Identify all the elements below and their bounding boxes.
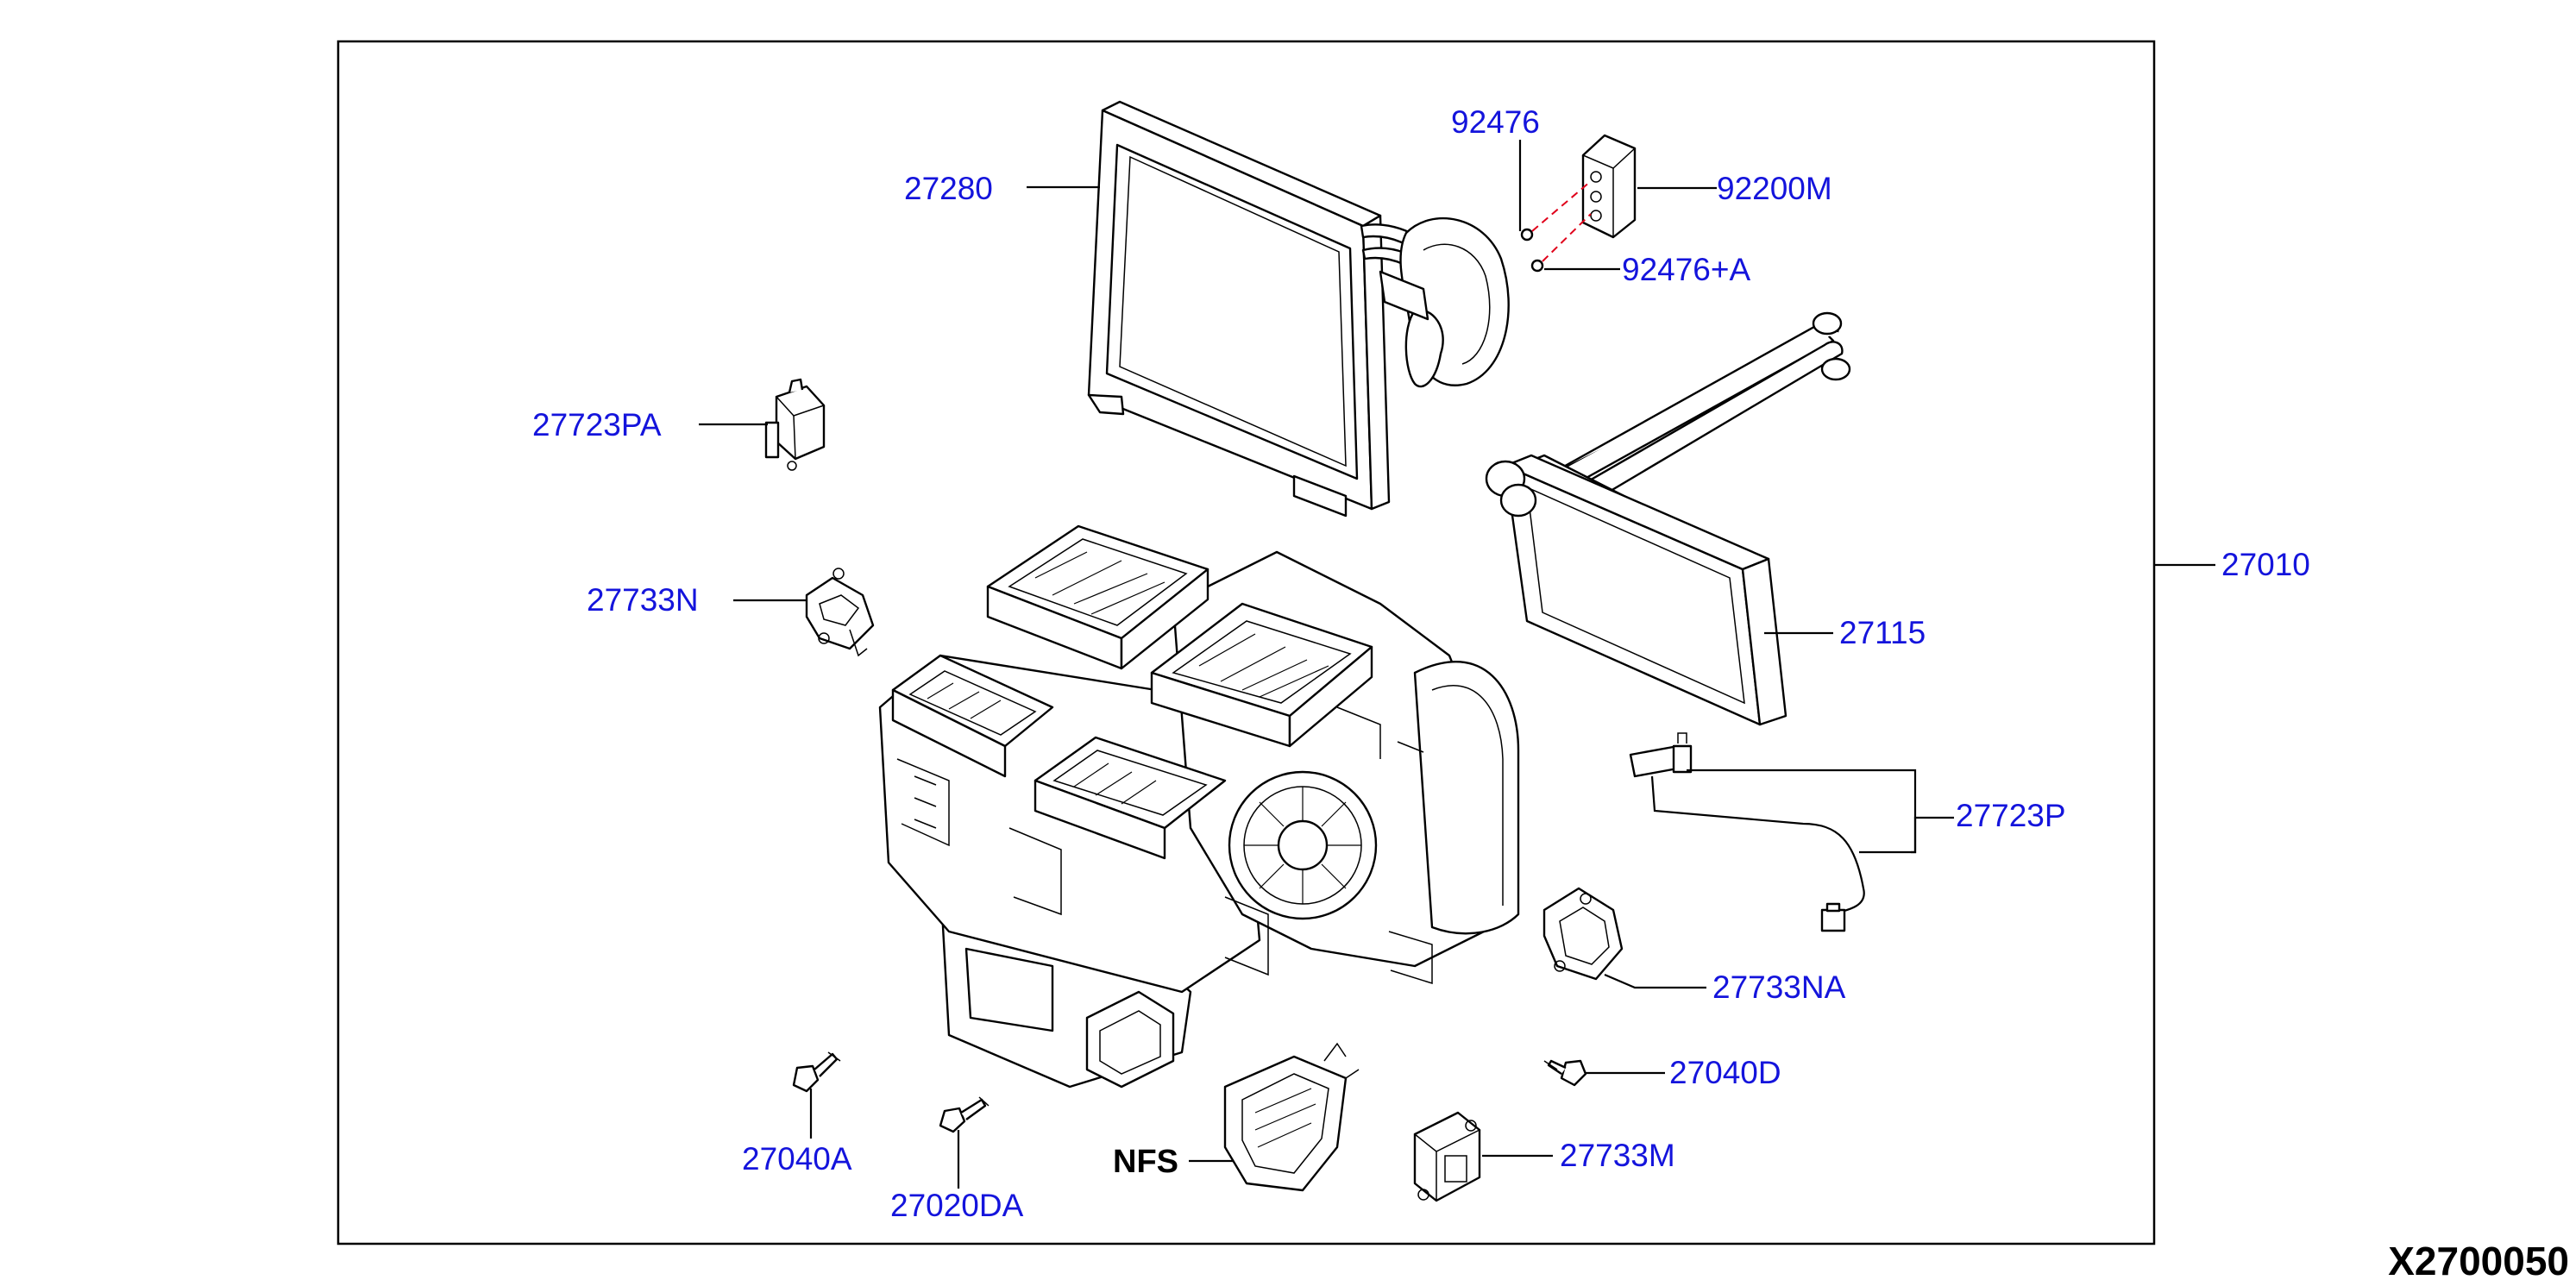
leader-27723P-a	[1687, 769, 1917, 854]
label-27115: 27115	[1839, 615, 1926, 650]
evaporator-core[interactable]	[1087, 100, 1510, 518]
duct-nfs[interactable]	[1223, 1042, 1360, 1192]
sensor-harness-27723P[interactable]	[1629, 732, 1865, 932]
actuator-27733N[interactable]	[805, 568, 875, 657]
label-92200M: 92200M	[1717, 171, 1832, 206]
label-27040A: 27040A	[742, 1141, 852, 1176]
leader-27723P-b	[1859, 816, 1954, 854]
label-27733N: 27733N	[587, 582, 699, 618]
actuator-27733M[interactable]	[1413, 1111, 1481, 1202]
sensor-27723PA[interactable]	[764, 378, 826, 471]
label-27020DA: 27020DA	[890, 1188, 1024, 1223]
label-92476A: 92476+A	[1622, 252, 1750, 287]
label-27733M: 27733M	[1560, 1138, 1675, 1173]
label-92476: 92476	[1451, 104, 1540, 140]
label-27723PA: 27723PA	[532, 407, 662, 442]
label-27280: 27280	[904, 171, 993, 206]
heater-core[interactable]	[1485, 311, 1851, 726]
label-27040D: 27040D	[1669, 1055, 1781, 1090]
o-ring-lower[interactable]	[1530, 259, 1544, 273]
screw-27040A[interactable]	[792, 1051, 841, 1093]
screw-27040D[interactable]	[1543, 1059, 1587, 1087]
o-ring-upper[interactable]	[1520, 228, 1534, 242]
actuator-27733NA[interactable]	[1542, 887, 1624, 981]
diagram-frame	[336, 40, 2156, 1245]
leader-27733NA	[1604, 973, 1706, 989]
label-27723P: 27723P	[1956, 798, 2066, 833]
drawing-code: X2700050	[2388, 1239, 2569, 1280]
label-27010: 27010	[2221, 547, 2310, 582]
expansion-valve[interactable]	[1581, 134, 1637, 239]
screw-27020DA[interactable]	[939, 1096, 990, 1133]
label-27733NA: 27733NA	[1712, 969, 1846, 1005]
callout-red-lower	[1542, 213, 1592, 262]
hvac-unit-assembly[interactable]	[878, 524, 1520, 1089]
label-NFS: NFS	[1113, 1144, 1178, 1180]
